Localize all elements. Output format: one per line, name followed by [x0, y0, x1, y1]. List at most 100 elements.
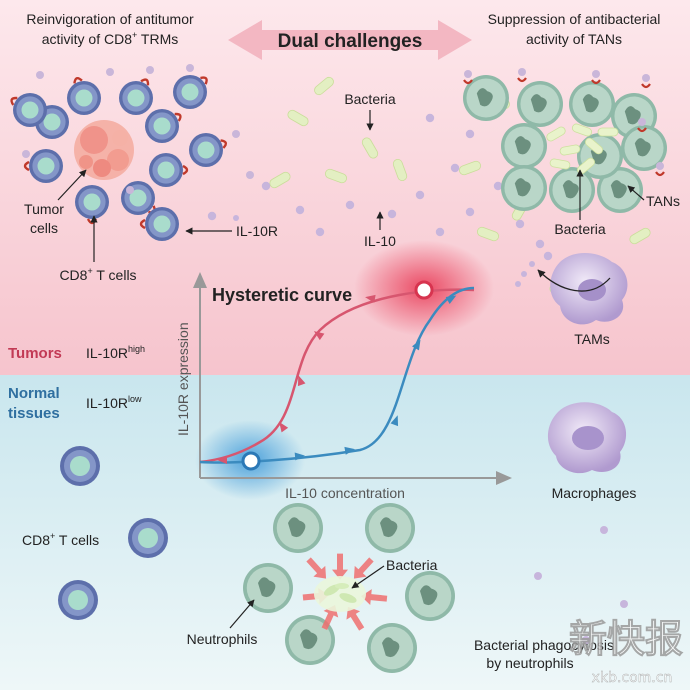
- cd8-t-cell: [119, 78, 153, 115]
- cd8-t-cell: [60, 446, 100, 486]
- il10-molecule: [261, 181, 271, 191]
- hysteresis-axes: [193, 272, 512, 485]
- macrophages-label: Macrophages: [552, 485, 637, 501]
- tans-label: TANs: [646, 193, 680, 209]
- bacteria-center-cluster: [314, 576, 366, 612]
- il10-molecule: [435, 227, 445, 237]
- bacterium: [314, 76, 334, 96]
- cd8-t-cell: [149, 153, 189, 187]
- cd8-t-cell: [173, 75, 208, 109]
- dual-challenges-arrow: [228, 20, 472, 60]
- il10r-low-label: IL-10Rlow: [86, 394, 142, 411]
- neutrophil-cell: [569, 81, 615, 127]
- neutrophil-cell: [549, 167, 595, 213]
- blue-state-marker: [241, 451, 261, 471]
- cd8-t-cell: [58, 580, 98, 620]
- tam-arrow: [537, 269, 611, 292]
- il10-molecules-bottom: [534, 526, 628, 644]
- il10r-receptor: [139, 218, 146, 230]
- il10r-receptor: [10, 96, 18, 106]
- il10r-receptor: [174, 112, 182, 122]
- cd8-t-cell: [10, 93, 47, 127]
- il10r-receptor: [23, 160, 30, 172]
- il10-molecule: [387, 209, 397, 219]
- bacteria-right-label: Bacteria: [554, 221, 606, 237]
- cd8-t-cell: [67, 76, 101, 115]
- il10-molecule: [515, 281, 521, 287]
- neutrophils-ring: [243, 503, 455, 673]
- tumor-cells-label-line1: Tumor: [24, 201, 64, 217]
- y-axis-label: IL-10R expression: [175, 322, 191, 436]
- neutrophil-cell: [463, 75, 509, 121]
- il10-molecule: [246, 171, 254, 179]
- il10r-receptor: [140, 78, 150, 86]
- cd8-t-cell: [128, 518, 168, 558]
- normal-tissues-line2: tissues: [8, 405, 60, 422]
- neutrophil-cell: [501, 123, 547, 169]
- curve-arrowheads: [217, 294, 457, 464]
- neutrophil-cell: [501, 165, 547, 211]
- left-title-line1: Reinvigoration of antitumor: [26, 11, 194, 27]
- il10-molecule: [415, 190, 425, 200]
- il10-molecule: [186, 64, 194, 72]
- neutrophil-cell: [517, 81, 563, 127]
- il10r-receptor: [73, 76, 83, 84]
- il10r-receptor: [220, 139, 228, 149]
- il10-molecule: [543, 251, 553, 261]
- il10r-label: IL-10R: [236, 223, 278, 239]
- cd8-t-cells-bottom-label: CD8+ T cells: [22, 531, 99, 548]
- il10-molecule: [450, 163, 460, 173]
- il10-molecule: [315, 227, 325, 237]
- tumors-label: Tumors: [8, 345, 62, 362]
- dual-challenges-title: Dual challenges: [278, 31, 423, 52]
- neutrophil-cell: [597, 167, 643, 213]
- right-title-line2: activity of TANs: [526, 31, 622, 47]
- neutrophils-pointer: [229, 599, 255, 629]
- cd8-t-cell: [189, 133, 228, 167]
- il10-molecule: [529, 261, 535, 267]
- tumor-cells-cluster: [74, 120, 134, 180]
- svg-text:xkb.com.cn: xkb.com.cn: [592, 670, 673, 686]
- il10-molecule: [146, 66, 154, 74]
- tans-pointer: [627, 185, 645, 201]
- il10r-receptor: [182, 164, 189, 176]
- il10r-high-label: IL-10Rhigh: [86, 344, 145, 361]
- il10-molecule: [36, 71, 44, 79]
- macrophage-cell: [547, 402, 627, 474]
- cd8-t-cell: [139, 207, 179, 241]
- il10-molecule: [345, 200, 355, 210]
- cd8-t-cell: [23, 149, 63, 183]
- x-axis-label: IL-10 concentration: [285, 485, 405, 501]
- bacterium: [392, 158, 408, 182]
- bacteria-bottom-label: Bacteria: [386, 557, 438, 573]
- red-state-marker: [414, 280, 434, 300]
- il10-molecule: [232, 130, 240, 138]
- il10-molecule: [465, 129, 475, 139]
- il10-molecule: [521, 271, 527, 277]
- bacterium: [361, 137, 379, 159]
- il10-molecule: [22, 150, 30, 158]
- phagocytosis-label-line2: by neutrophils: [486, 655, 573, 671]
- cd8-t-cells-bottom: [58, 446, 168, 620]
- bacteria-top-label: Bacteria: [344, 91, 396, 107]
- tams-label: TAMs: [574, 331, 610, 347]
- bacteria-bottom-pointer: [351, 565, 385, 589]
- bacterium: [269, 171, 291, 189]
- neutrophils-label: Neutrophils: [187, 631, 258, 647]
- normal-tissues-line1: Normal: [8, 385, 60, 402]
- il10-molecule: [207, 211, 217, 221]
- neutrophil-cell: [273, 503, 323, 553]
- phagocytosis-label-line1: Bacterial phagocytosis: [474, 637, 614, 653]
- tam-cell: [550, 252, 628, 325]
- tumor-cells-label-line2: cells: [30, 220, 58, 236]
- il10-molecule: [425, 113, 435, 123]
- il10r-receptor: [200, 76, 208, 85]
- cd8-t-cell: [75, 185, 109, 225]
- il10-molecule: [295, 205, 305, 215]
- neutrophil-cell: [243, 563, 293, 613]
- bacterium: [476, 226, 500, 242]
- neutrophil-cell: [365, 503, 415, 553]
- il10-molecule: [515, 219, 525, 229]
- il10-molecule: [465, 207, 475, 217]
